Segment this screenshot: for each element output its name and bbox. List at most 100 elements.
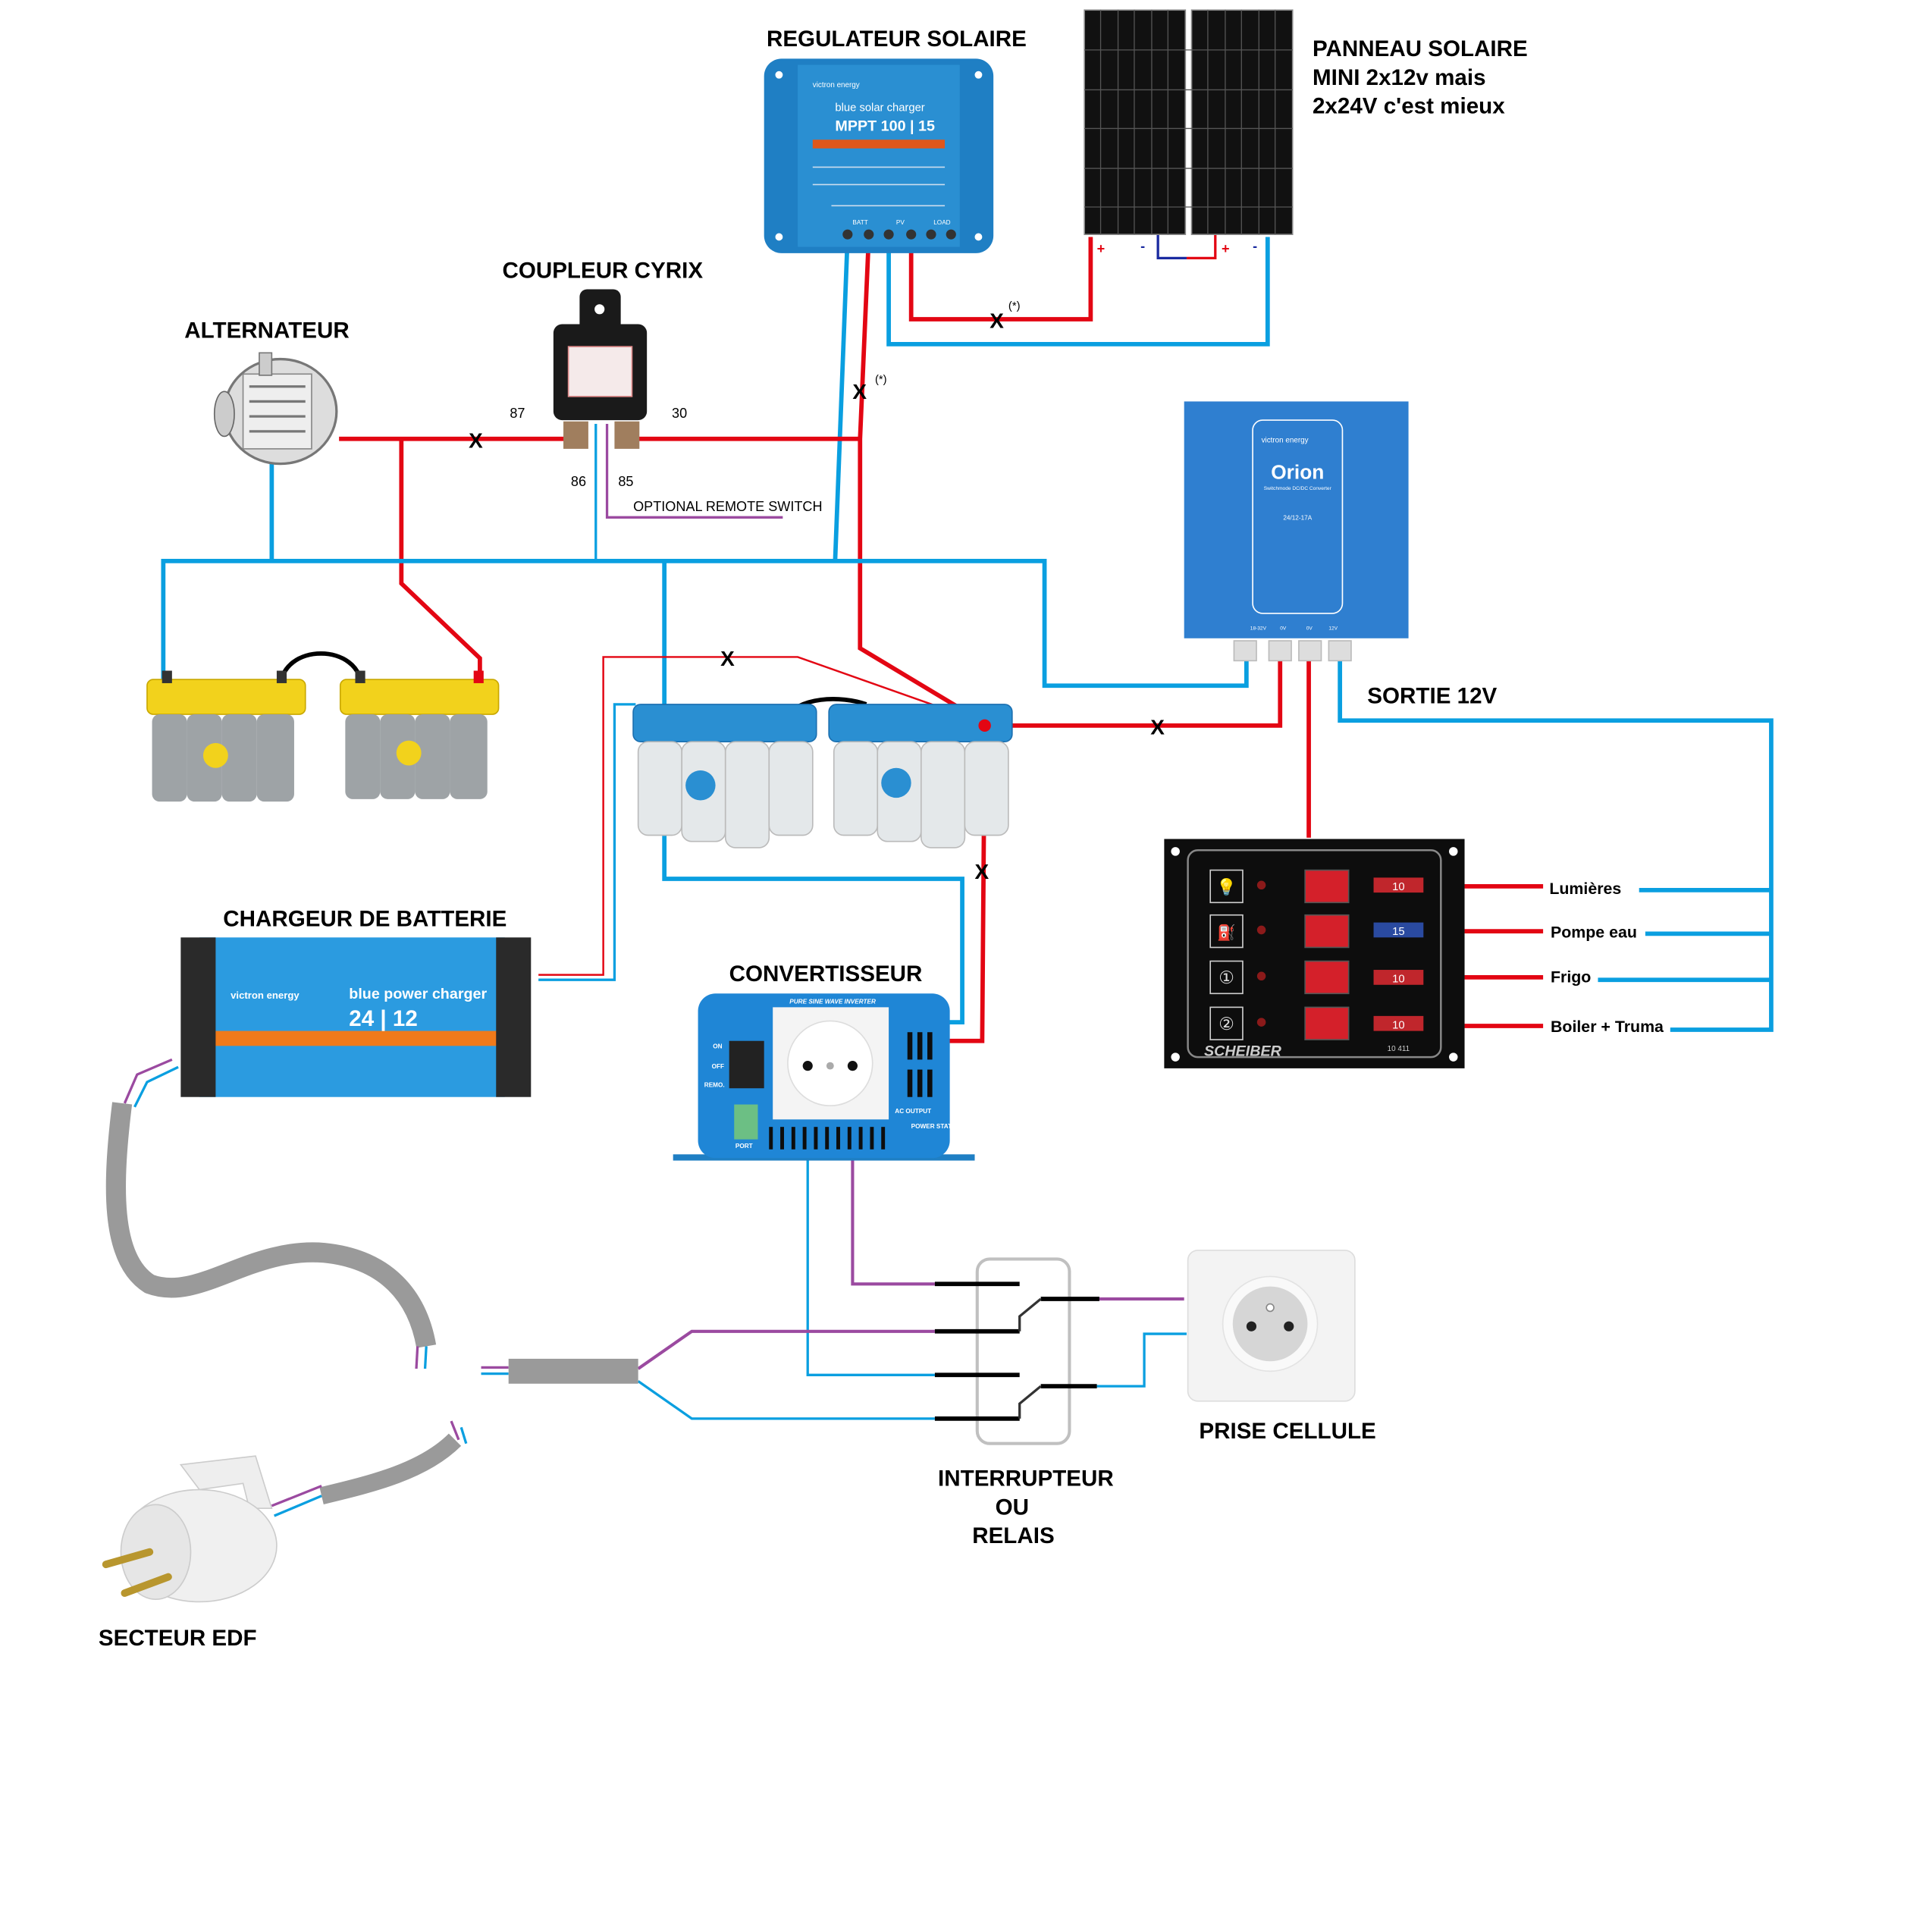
circuit-1-icon: ① (1218, 968, 1234, 987)
regulator-model: MPPT 100 | 15 (835, 118, 935, 135)
terminal-batt-label: BATT (852, 219, 867, 226)
circuit-switch[interactable] (1304, 960, 1350, 995)
relais-label: RELAIS (972, 1523, 1054, 1548)
yellow-battery-2 (339, 670, 500, 799)
battery-charger: victron energy blue power charger 24 | 1… (180, 937, 532, 1097)
fuse-row: 💡 10 (1209, 869, 1424, 904)
pump-icon: ⛽ (1217, 924, 1236, 941)
terminal-30-label: 30 (672, 406, 687, 421)
circuit-label-lumieres: Lumières (1549, 880, 1621, 898)
charger-label: CHARGEUR DE BATTERIE (223, 907, 507, 932)
cut-mark: X (975, 860, 990, 883)
panel-label: PANNEAU SOLAIRE (1313, 36, 1528, 61)
circuit-switch[interactable] (1304, 1006, 1350, 1040)
orion-terminal-label: 0V (1306, 626, 1313, 631)
fuse-rating: 15 (1392, 926, 1404, 938)
panel-note-1: MINI 2x12v mais (1313, 65, 1486, 90)
fuse-row: ⛽ 15 (1209, 914, 1424, 949)
orion-terminal-label: 18-32V (1250, 626, 1267, 631)
remote-port (734, 1104, 758, 1140)
circuit-switch[interactable] (1304, 869, 1350, 904)
solar-regulator: victron energy blue solar charger MPPT 1… (764, 58, 994, 253)
cut-mark: X (1150, 715, 1165, 739)
optional-remote-switch-label: OPTIONAL REMOTE SWITCH (633, 499, 822, 514)
prise-cellule-label: PRISE CELLULE (1199, 1419, 1375, 1444)
orion-rating: 24/12-17A (1283, 515, 1312, 522)
charger-model: 24 | 12 (349, 1006, 418, 1031)
circuit-2-icon: ② (1218, 1014, 1234, 1034)
cut-mark: X (990, 309, 1004, 332)
power-status-label: POWER STATUS (911, 1123, 961, 1130)
regulator-label: REGULATEUR SOLAIRE (767, 27, 1027, 52)
charger-brand: victron energy (231, 990, 300, 1001)
circuit-label-frigo: Frigo (1551, 968, 1591, 986)
fuse (1373, 877, 1424, 893)
shore-power-cable (105, 1058, 638, 1517)
wire-pv-negative (886, 237, 1270, 347)
panel-1-minus: - (1140, 239, 1145, 254)
wire-charger-negative (538, 703, 636, 981)
terminal-load-label: LOAD (933, 219, 950, 226)
fuse-rating: 10 (1392, 881, 1404, 893)
engine-batteries (146, 651, 500, 802)
switch-on-label: ON (713, 1043, 722, 1050)
panel-1-plus: + (1097, 241, 1106, 256)
cell-outlet (1187, 1250, 1356, 1402)
wire-pv-positive (908, 237, 1093, 322)
wire-panel-series-pos (1186, 234, 1217, 260)
fuse (1373, 970, 1424, 985)
alternator-label: ALTERNATEUR (184, 318, 349, 343)
house-batteries (632, 697, 1013, 849)
circuit-label-pompe-eau: Pompe eau (1551, 923, 1637, 941)
cut-mark: X (852, 380, 867, 403)
yellow-battery-1 (146, 670, 306, 802)
orion-dc-dc-converter: victron energy Orion Switchmode DC/DC Co… (1184, 401, 1409, 662)
wire-inverter-ac-neutral (806, 1065, 935, 1376)
regulator-product: blue solar charger (835, 102, 924, 114)
wire-orion-input-positive (984, 641, 1283, 728)
wire-shore-phase (637, 1329, 935, 1370)
regulator-brand: victron energy (813, 81, 860, 89)
panel-2-plus: + (1222, 241, 1230, 256)
relay-contact-arm (1018, 1385, 1042, 1419)
wire-shore-neutral (637, 1380, 935, 1420)
cut-mark: X (720, 647, 735, 670)
charger-product: blue power charger (349, 986, 487, 1002)
fuse (1373, 922, 1424, 938)
inverter: PURE SINE WAVE INVERTER ON OFF REMO. POR… (673, 993, 975, 1161)
wire-engine-battery-positive (399, 438, 482, 680)
fuse-rating: 10 (1392, 973, 1404, 985)
circuit-switch[interactable] (1304, 914, 1350, 949)
circuit-label-boiler-truma: Boiler + Truma (1551, 1018, 1664, 1036)
orion-terminal-label: 12V (1328, 626, 1338, 631)
wire-outlet-neutral (1096, 1332, 1187, 1388)
sortie-12v-label: SORTIE 12V (1367, 683, 1497, 708)
inverter-power-switch[interactable] (729, 1040, 764, 1089)
blue-battery-2 (828, 704, 1013, 849)
wire-panel-series-neg (1156, 234, 1187, 260)
interrupteur-label: INTERRUPTEUR (938, 1466, 1114, 1492)
bulb-icon: 💡 (1216, 877, 1237, 896)
ac-output-label: AC OUTPUT (895, 1108, 931, 1115)
relay-contact-arm (1018, 1297, 1042, 1332)
wire-regulator-batt-positive (858, 237, 986, 726)
alternator (213, 352, 338, 466)
ou-label: OU (996, 1495, 1029, 1520)
panel-2-minus: - (1253, 239, 1257, 254)
terminal-87-label: 87 (510, 406, 525, 421)
cut-marks: X (*) X (*) X X X X (469, 300, 1165, 883)
terminal-pv-label: PV (896, 219, 905, 226)
switch-remote-label: REMO. (704, 1082, 725, 1089)
fuse-panel-brand: SCHEIBER (1204, 1043, 1282, 1059)
wire-negative-bus (161, 558, 1249, 689)
orion-subtitle: Switchmode DC/DC Converter (1264, 486, 1332, 491)
note-mark: (*) (875, 374, 887, 386)
cut-mark: X (469, 428, 483, 452)
cyrix-coupler (553, 289, 648, 449)
fuse-panel-model: 10 411 (1388, 1045, 1410, 1053)
wire-charger-positive (538, 656, 986, 976)
fuse-rating: 10 (1392, 1019, 1404, 1031)
changeover-relay (934, 1257, 1099, 1445)
port-label: PORT (735, 1143, 753, 1150)
orion-brand: victron energy (1262, 437, 1309, 445)
